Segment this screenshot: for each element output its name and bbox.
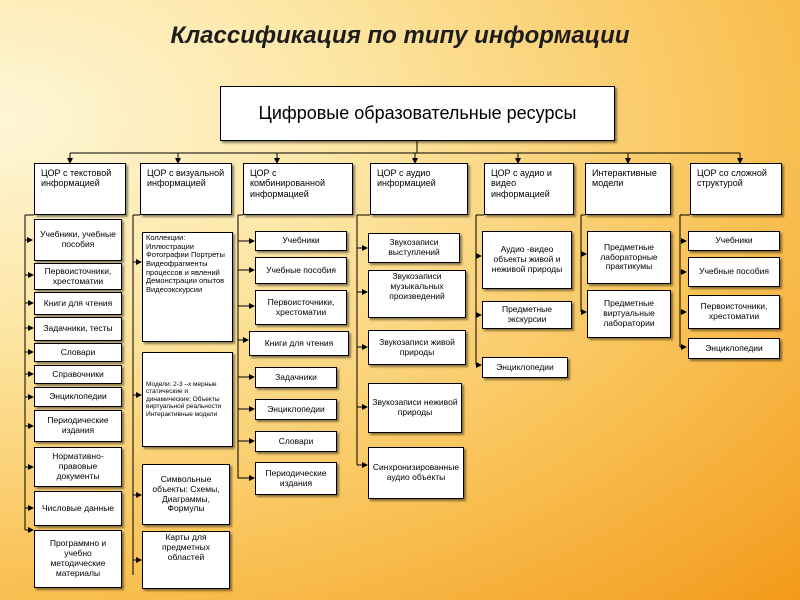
col3-item: Учебные пособия <box>255 257 347 284</box>
col1-item: Первоисточники, хрестоматии <box>34 263 122 290</box>
col4-item: Звукозаписи выступлений <box>368 233 460 263</box>
col5-item: Аудио -видео объекты живой и неживой при… <box>482 231 572 289</box>
category-text: ЦОР с текстовой информацией <box>34 163 126 215</box>
col1-item: Учебники, учебные пособия <box>34 219 122 261</box>
category-visual: ЦОР с визуальной информацией <box>140 163 232 215</box>
col5-item: Предметные экскурсии <box>482 301 572 329</box>
col3-item: Первоисточники, хрестоматии <box>255 290 347 325</box>
col3-item: Задачники <box>255 367 337 388</box>
col1-item: Книги для чтения <box>34 292 122 315</box>
col3-item: Учебники <box>255 231 347 251</box>
col3-item: Периодические издания <box>255 462 337 495</box>
col5-item: Энциклопедии <box>482 357 568 378</box>
col6-item: Предметные виртуальные лаборатории <box>587 290 671 338</box>
col4-item: Звукозаписи музыкальных произведений <box>368 270 466 318</box>
col2-item: Символьные объекты: Схемы, Диаграммы, Фо… <box>142 464 230 525</box>
col2-item: Коллекции: Иллюстрации Фотографии Портре… <box>142 232 233 342</box>
col7-item: Учебные пособия <box>688 257 780 287</box>
col3-item: Энциклопедии <box>255 399 337 420</box>
col7-item: Первоисточники, хрестоматии <box>688 295 780 329</box>
col4-item: Синхронизированные аудио объекты <box>368 447 464 499</box>
col1-item: Словари <box>34 343 122 362</box>
col1-item: Энциклопедии <box>34 387 122 407</box>
col1-item: Периодические издания <box>34 410 122 442</box>
page-title: Классификация по типу информации <box>170 22 630 49</box>
category-audio-video: ЦОР с аудио и видео информацией <box>484 163 574 215</box>
col2-item: Модели: 2-3 –х мерные статические и дина… <box>142 352 233 447</box>
col4-item: Звукозаписи неживой природы <box>368 383 462 433</box>
category-audio: ЦОР с аудио информацией <box>370 163 468 215</box>
col1-item: Нормативно-правовые документы <box>34 447 122 487</box>
col2-item: Карты для предметных областей <box>142 531 230 589</box>
root-node: Цифровые образовательные ресурсы <box>220 86 615 141</box>
col6-item: Предметные лабораторные практикумы <box>587 231 671 284</box>
col1-item: Программно и учебно методические материа… <box>34 530 122 588</box>
col3-item: Словари <box>255 431 337 452</box>
category-interactive: Интерактивные модели <box>585 163 671 215</box>
col3-item: Книги для чтения <box>249 331 349 356</box>
col7-item: Энциклопедии <box>688 338 780 359</box>
category-combined: ЦОР с комбинированной информацией <box>243 163 353 215</box>
col4-item: Звукозаписи живой природы <box>368 330 466 365</box>
col1-item: Справочники <box>34 365 122 384</box>
col1-item: Числовые данные <box>34 491 122 526</box>
category-complex: ЦОР со сложной структурой <box>690 163 782 215</box>
col7-item: Учебники <box>688 231 780 251</box>
col1-item: Задачники, тесты <box>34 317 122 341</box>
